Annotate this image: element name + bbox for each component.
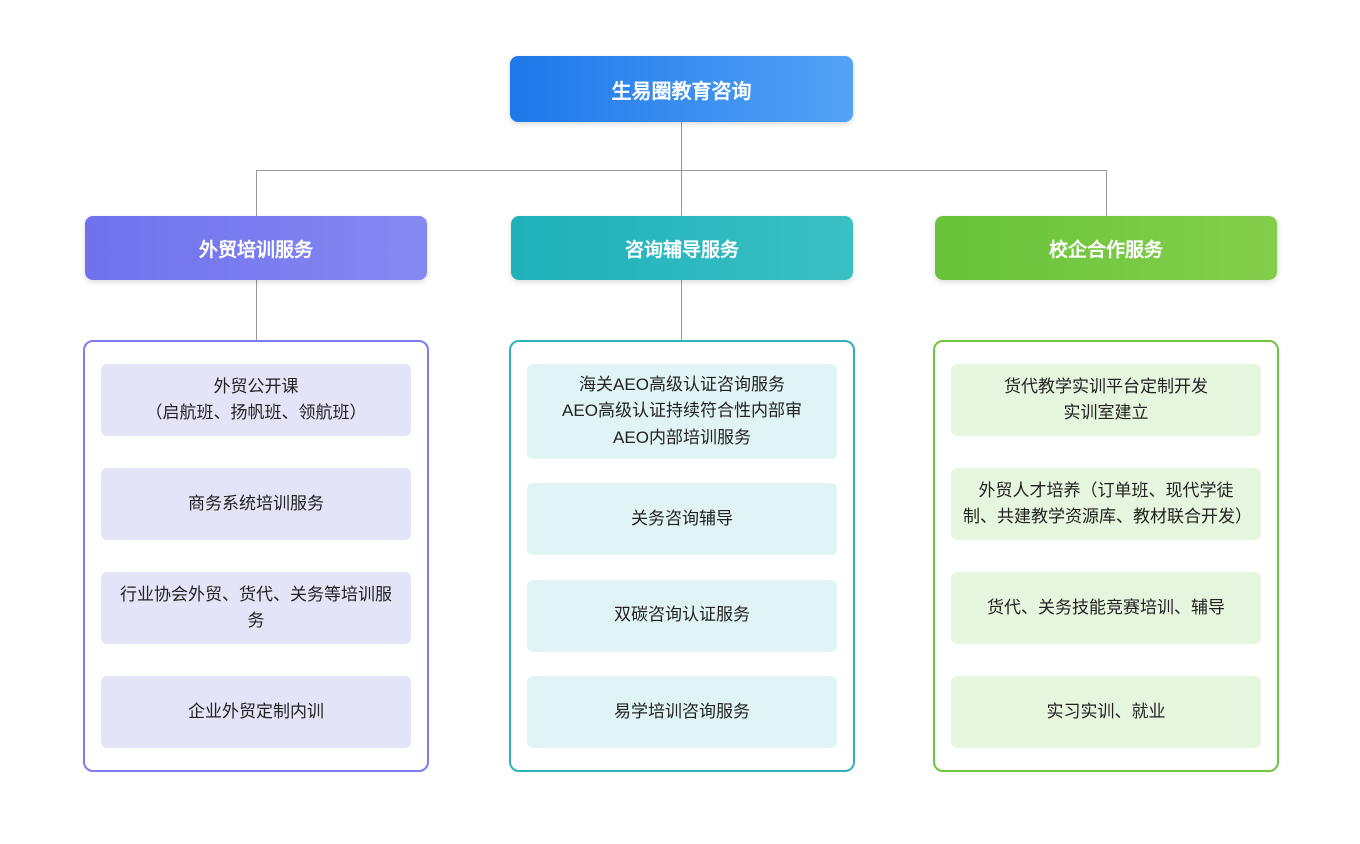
- connector-branch-1-bottom: [681, 280, 682, 340]
- group-foreign-trade-training: 外贸公开课 （启航班、扬帆班、领航班） 商务系统培训服务 行业协会外贸、货代、关…: [83, 340, 429, 772]
- service-item: 关务咨询辅导: [527, 483, 837, 556]
- service-item: 货代、关务技能竞赛培训、辅导: [951, 572, 1261, 644]
- branch-header-foreign-trade-training: 外贸培训服务: [85, 216, 427, 280]
- service-item: 外贸公开课 （启航班、扬帆班、领航班）: [101, 364, 411, 436]
- group-consulting-coaching: 海关AEO高级认证咨询服务 AEO高级认证持续符合性内部审 AEO内部培训服务 …: [509, 340, 855, 772]
- connector-branch-0-bottom: [256, 280, 257, 340]
- connector-branch-0-top: [256, 170, 257, 216]
- service-item: 易学培训咨询服务: [527, 675, 837, 748]
- service-item: 商务系统培训服务: [101, 468, 411, 540]
- connector-root-down: [681, 122, 682, 170]
- branch-header-consulting-coaching: 咨询辅导服务: [511, 216, 853, 280]
- service-item: 行业协会外贸、货代、关务等培训服务: [101, 572, 411, 644]
- root-node: 生易圈教育咨询: [510, 56, 853, 122]
- service-item: 货代教学实训平台定制开发 实训室建立: [951, 364, 1261, 436]
- service-item: 企业外贸定制内训: [101, 676, 411, 748]
- service-item: 双碳咨询认证服务: [527, 579, 837, 652]
- group-school-enterprise-cooperation: 货代教学实训平台定制开发 实训室建立 外贸人才培养（订单班、现代学徒制、共建教学…: [933, 340, 1279, 772]
- service-item: 海关AEO高级认证咨询服务 AEO高级认证持续符合性内部审 AEO内部培训服务: [527, 364, 837, 460]
- service-item: 外贸人才培养（订单班、现代学徒制、共建教学资源库、教材联合开发）: [951, 468, 1261, 540]
- connector-branch-2-top: [1106, 170, 1107, 216]
- branch-header-school-enterprise-cooperation: 校企合作服务: [935, 216, 1277, 280]
- connector-branch-1-top: [681, 170, 682, 216]
- service-item: 实习实训、就业: [951, 676, 1261, 748]
